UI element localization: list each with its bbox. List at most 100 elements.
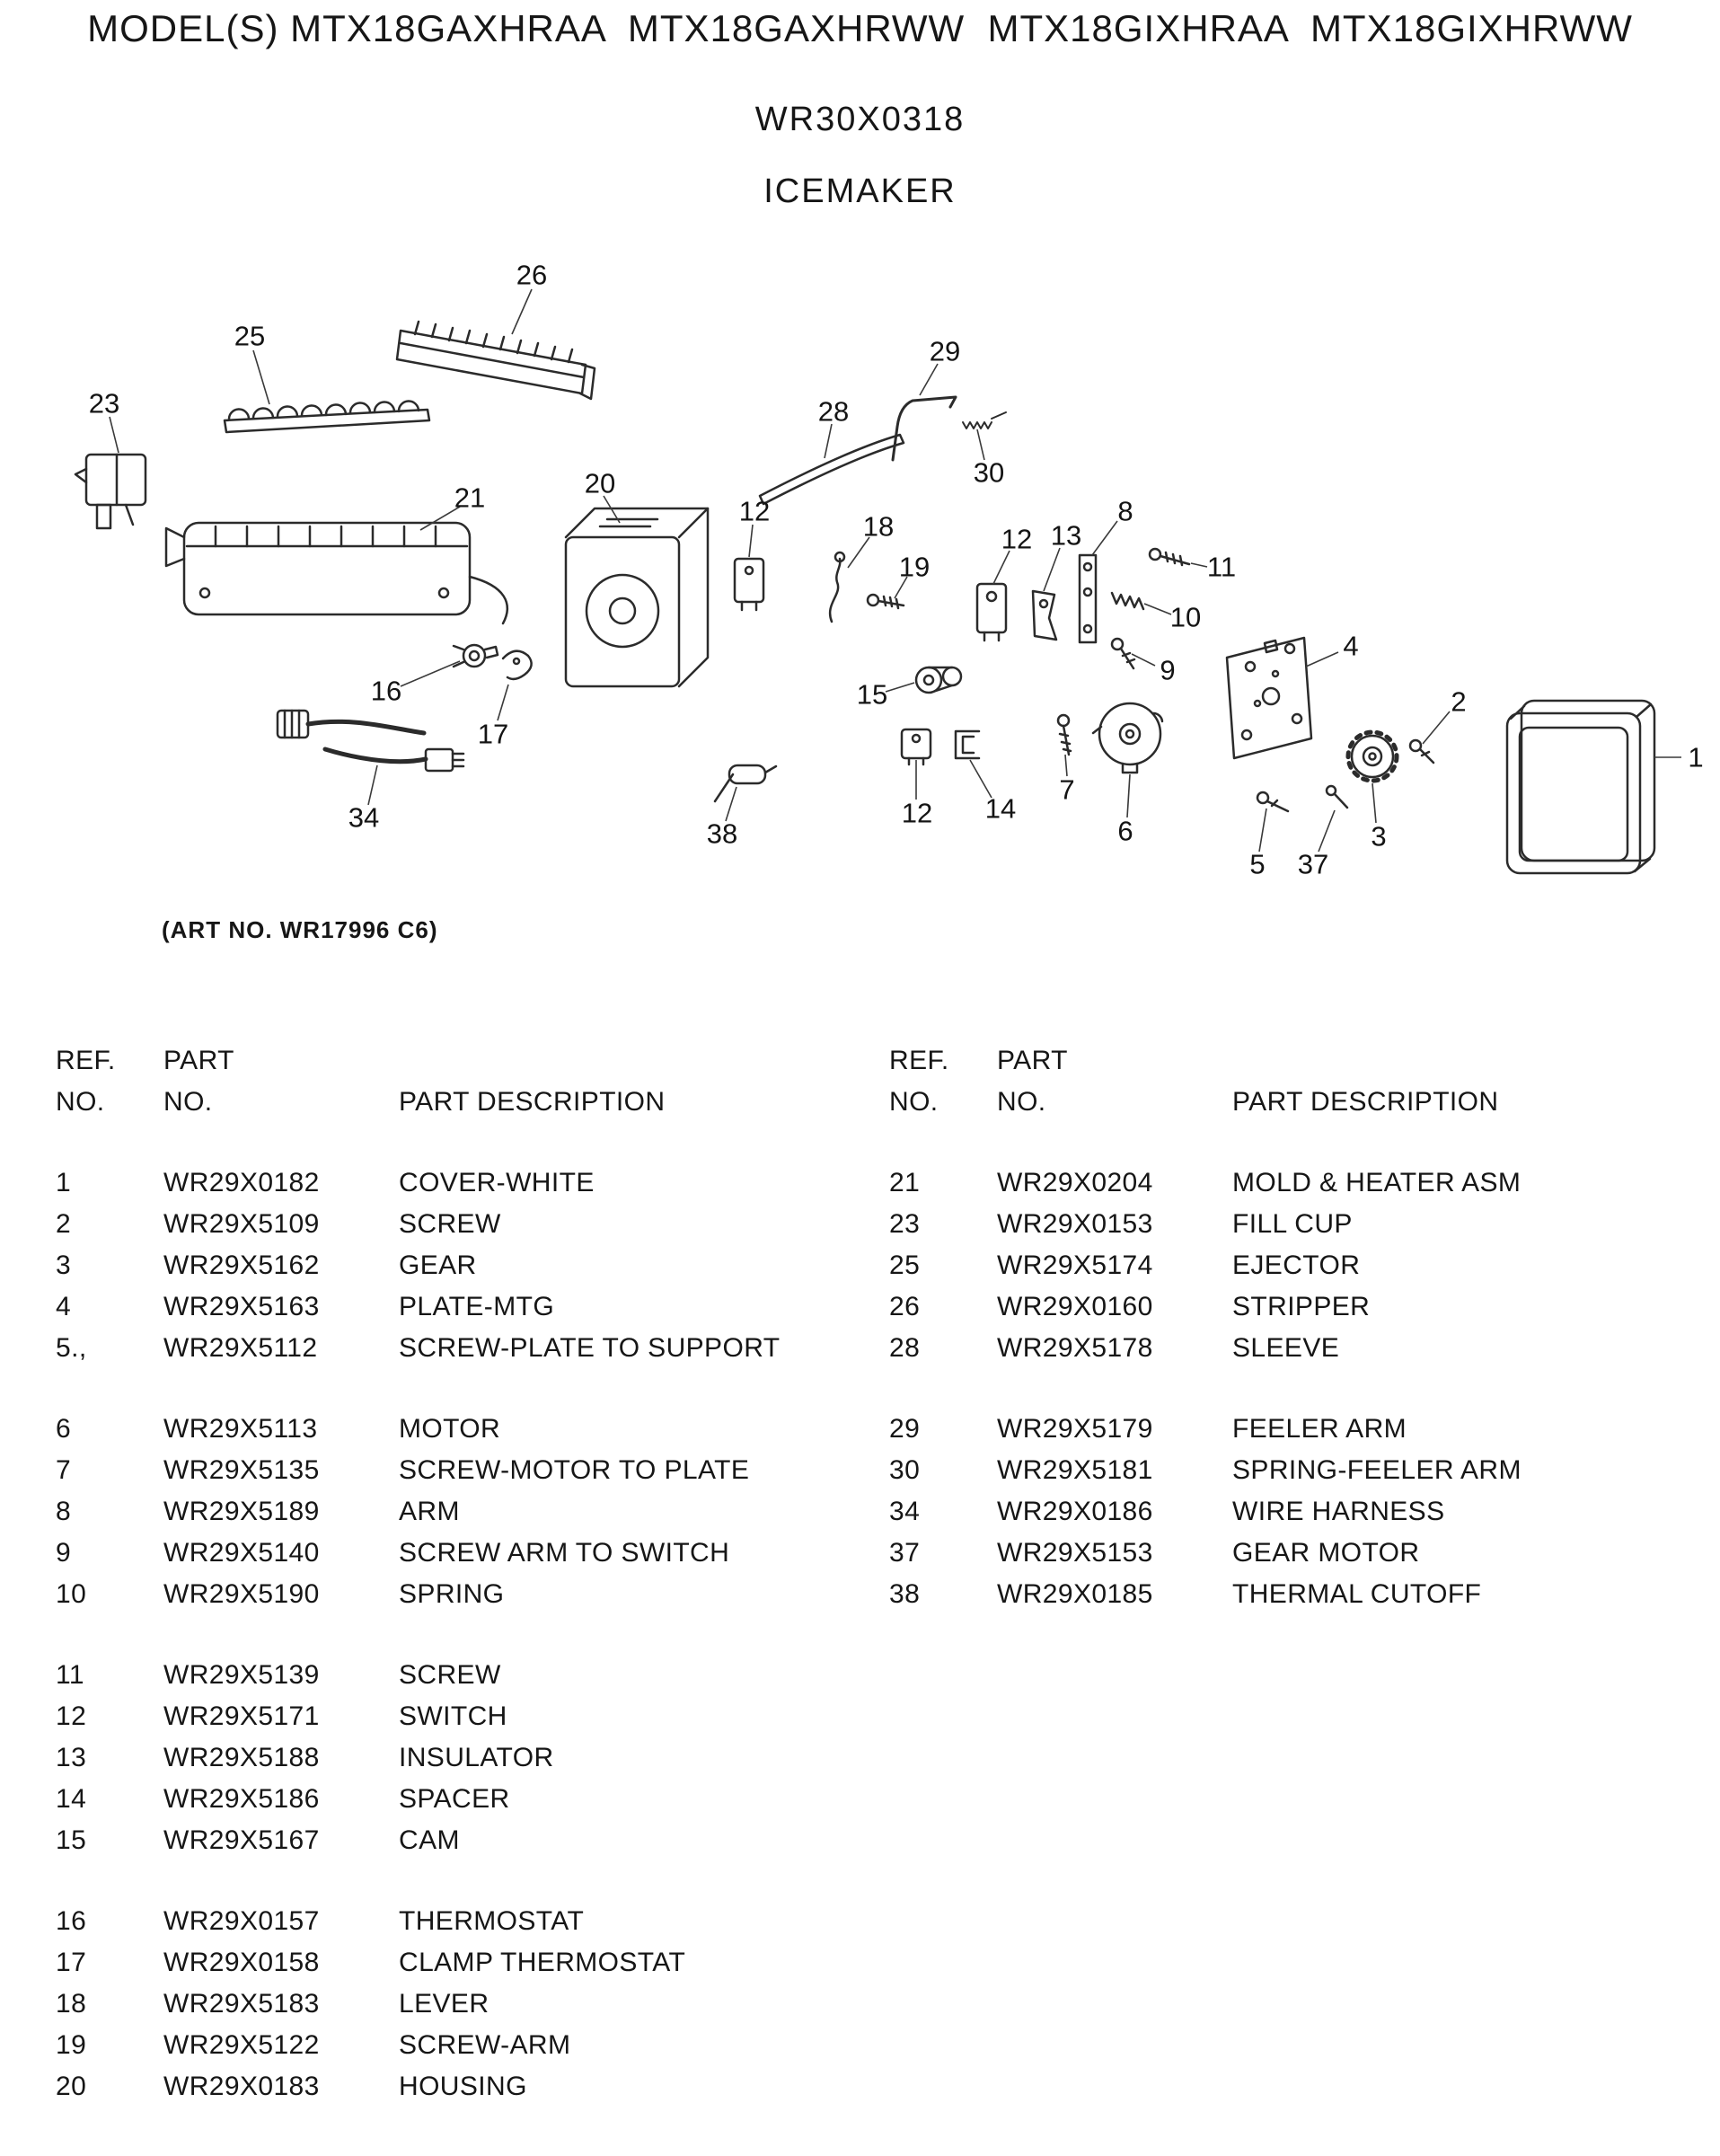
callout-number-18: 18 bbox=[863, 511, 894, 543]
cell-desc: SLEEVE bbox=[1232, 1333, 1340, 1363]
cell-desc: CAM bbox=[399, 1825, 460, 1855]
callout-leader-line bbox=[1064, 754, 1068, 777]
callout-leader-line bbox=[497, 684, 509, 721]
wire-harness-part bbox=[276, 709, 465, 773]
cam-part bbox=[914, 666, 963, 694]
callout-leader-line bbox=[894, 576, 908, 599]
cell-ref: 38 bbox=[889, 1579, 921, 1609]
motor-part bbox=[1091, 702, 1164, 774]
cell-desc: SCREW ARM TO SWITCH bbox=[399, 1538, 730, 1568]
cell-part: WR29X5188 bbox=[163, 1743, 320, 1772]
page-title: ICEMAKER bbox=[763, 172, 957, 210]
feeler-arm-part bbox=[891, 395, 957, 462]
header-ref-line1: REF. bbox=[56, 1046, 116, 1075]
fill-cup-part bbox=[74, 453, 147, 530]
callout-leader-line bbox=[1043, 547, 1061, 592]
callout-number-12: 12 bbox=[1001, 524, 1032, 555]
mold-heater-part bbox=[164, 521, 508, 625]
cell-ref: 30 bbox=[889, 1455, 921, 1485]
callout-leader-line bbox=[992, 550, 1010, 585]
callout-number-23: 23 bbox=[89, 388, 119, 420]
switch-part bbox=[975, 582, 1008, 642]
callout-number-12: 12 bbox=[739, 496, 770, 527]
cell-part: WR29X5112 bbox=[163, 1333, 318, 1363]
cell-ref: 37 bbox=[889, 1538, 921, 1568]
cell-ref: 8 bbox=[56, 1497, 72, 1526]
cell-part: WR29X5113 bbox=[163, 1414, 318, 1444]
cell-part: WR29X5179 bbox=[997, 1414, 1153, 1444]
cell-ref: 17 bbox=[56, 1948, 87, 1977]
lever-part bbox=[828, 551, 846, 623]
cell-ref: 19 bbox=[56, 2030, 87, 2060]
cell-desc: GEAR bbox=[399, 1250, 477, 1280]
cell-part: WR29X5153 bbox=[997, 1538, 1153, 1568]
cell-part: WR29X0182 bbox=[163, 1168, 320, 1197]
cell-ref: 26 bbox=[889, 1292, 921, 1321]
cell-desc: LEVER bbox=[399, 1989, 490, 2019]
cell-ref: 15 bbox=[56, 1825, 87, 1855]
cell-ref: 18 bbox=[56, 1989, 87, 2019]
cell-desc: EJECTOR bbox=[1232, 1250, 1361, 1280]
cell-ref: 13 bbox=[56, 1743, 87, 1772]
ejector-part bbox=[223, 400, 431, 434]
screw-part bbox=[1408, 738, 1435, 764]
cell-part: WR29X0186 bbox=[997, 1497, 1153, 1526]
cell-desc: PLATE-MTG bbox=[399, 1292, 555, 1321]
switch-part bbox=[900, 728, 932, 766]
callout-number-30: 30 bbox=[974, 457, 1004, 489]
callout-number-26: 26 bbox=[516, 260, 547, 291]
callout-leader-line bbox=[847, 536, 870, 569]
callout-number-19: 19 bbox=[899, 552, 930, 583]
callout-leader-line bbox=[1305, 651, 1339, 667]
callout-leader-line bbox=[976, 429, 985, 461]
callout-number-10: 10 bbox=[1170, 602, 1201, 633]
cell-part: WR29X0185 bbox=[997, 1579, 1153, 1609]
table-header: REF. PART NO. NO. PART DESCRIPTION bbox=[889, 1040, 1702, 1123]
callout-leader-line bbox=[1258, 808, 1267, 853]
callout-leader-line bbox=[919, 363, 939, 396]
callout-leader-line bbox=[1126, 773, 1131, 818]
screw-motor-to-plate-part bbox=[1056, 713, 1072, 756]
callout-leader-line bbox=[885, 682, 915, 693]
cell-desc: SCREW bbox=[399, 1660, 501, 1690]
cell-part: WR29X5183 bbox=[163, 1989, 320, 2019]
cell-ref: 34 bbox=[889, 1497, 921, 1526]
cell-ref: 25 bbox=[889, 1250, 921, 1280]
table-row: 25 WR29X5174 EJECTOR bbox=[889, 1245, 1702, 1286]
callout-number-21: 21 bbox=[454, 482, 485, 514]
callout-leader-line bbox=[1422, 711, 1451, 745]
cell-ref: 2 bbox=[56, 1209, 72, 1239]
header-ref-line1: REF. bbox=[889, 1046, 949, 1075]
cell-part: WR29X5174 bbox=[997, 1250, 1153, 1280]
cell-desc: FILL CUP bbox=[1232, 1209, 1353, 1239]
cell-part: WR29X5189 bbox=[163, 1497, 320, 1526]
callout-number-20: 20 bbox=[585, 468, 615, 499]
callout-number-5: 5 bbox=[1249, 849, 1265, 880]
screw-plate-to-support-part bbox=[1256, 791, 1290, 813]
cell-desc: SWITCH bbox=[399, 1701, 507, 1731]
cell-desc: SPACER bbox=[399, 1784, 510, 1814]
callout-leader-line bbox=[603, 495, 621, 524]
cell-desc: SCREW bbox=[399, 1209, 501, 1239]
assembly-part-number: WR30X0318 bbox=[754, 101, 966, 138]
stripper-part bbox=[395, 320, 596, 401]
callout-leader-line bbox=[400, 660, 461, 687]
gear-motor-part bbox=[1325, 784, 1349, 809]
callout-number-37: 37 bbox=[1298, 849, 1328, 880]
cell-desc: SPRING bbox=[399, 1579, 505, 1609]
